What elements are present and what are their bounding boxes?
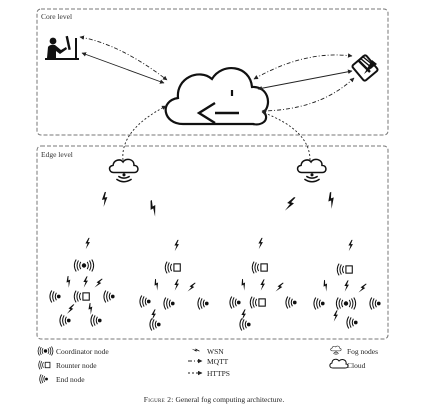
legend-https-label: HTTPS <box>207 368 230 378</box>
core-level-frame <box>36 8 389 136</box>
cloud-icon <box>164 67 270 126</box>
figure-caption: Figure 2: General fog computing architec… <box>0 395 428 404</box>
legend-https: HTTPS <box>207 368 230 378</box>
edge-level-frame <box>36 145 389 340</box>
legend-coordinator: Coordinator node <box>56 346 109 356</box>
legend-wsn-label: WSN <box>207 346 224 356</box>
legend-mqtt: MQTT <box>207 356 228 366</box>
sensor-cluster-2 <box>139 239 210 331</box>
core-connections <box>79 35 355 161</box>
sensor-cluster-4 <box>313 239 382 329</box>
legend-coordinator-label: Coordinator node <box>56 346 109 356</box>
wsn-link-icon <box>146 199 161 217</box>
legend-fog: Fog nodes <box>347 346 378 356</box>
device-icon <box>351 54 379 82</box>
sensor-cluster-3 <box>229 237 298 331</box>
legend-fog-label: Fog nodes <box>347 346 379 356</box>
legend-wsn: WSN <box>207 346 224 356</box>
legend-icons <box>37 345 349 384</box>
wsn-link-icon <box>325 191 338 210</box>
legend-end: End node <box>56 374 85 384</box>
legend-cloud-label: Cloud <box>347 360 366 370</box>
core-level-label: Core level <box>41 12 73 21</box>
wsn-link-icon <box>100 191 109 207</box>
legend-router-label: Rounter node <box>56 360 97 370</box>
sensor-cluster-1 <box>49 237 116 327</box>
edge-level-label: Edge level <box>41 150 73 159</box>
figure-label: Figure 2: <box>143 395 174 404</box>
legend-end-label: End node <box>56 374 85 384</box>
legend-router: Rounter node <box>56 360 97 370</box>
legend-cloud: Cloud <box>347 360 365 370</box>
user-desk-icon <box>45 35 79 60</box>
wsn-link-icon <box>284 195 297 213</box>
fog-node-icon <box>108 158 139 183</box>
fog-node-icon <box>296 158 327 183</box>
figure-caption-text: General fog computing architecture. <box>175 395 285 404</box>
legend-mqtt-label: MQTT <box>207 356 229 366</box>
